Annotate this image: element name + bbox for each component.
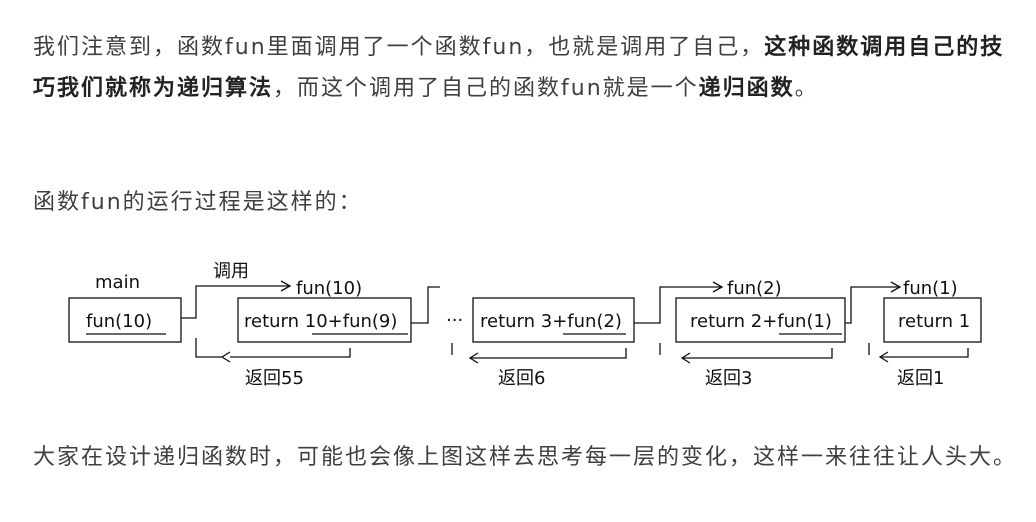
call-1-ret: 返回6 [498, 368, 545, 389]
call-3-head: fun(1) [903, 278, 958, 299]
call-0-head: fun(10) [296, 278, 362, 299]
call-2-head: fun(2) [727, 278, 782, 299]
call-1-box [472, 297, 635, 343]
recursion-call-diagram: main 调用 fun(10) fun(10) return 10+fun(9)… [68, 261, 982, 389]
ellipsis: ··· [446, 310, 463, 331]
call-1-body: return 3+fun(2) [480, 311, 622, 332]
intro-text-1: 我们注意到，函数fun里面调用了一个函数fun，也就是调用了自己， [33, 35, 765, 60]
main-label: main [95, 272, 140, 293]
call-0-body: return 10+fun(9) [244, 311, 397, 332]
call-0-ret: 返回55 [245, 368, 304, 389]
call-label: 调用 [213, 261, 249, 282]
call-3-body: return 1 [898, 311, 970, 332]
intro-text-3: 。 [794, 76, 819, 101]
call-2-box [675, 297, 846, 343]
call-2-body: return 2+fun(1) [690, 311, 832, 332]
intro-paragraph: 我们注意到，函数fun里面调用了一个函数fun，也就是调用了自己，这种函数调用自… [33, 27, 1022, 109]
main-box-text: fun(10) [86, 311, 152, 332]
intro-bold-recursion-definition: 这种函数调用自己的技巧我们就称为递归算法 [33, 35, 1005, 101]
call-3-ret: 返回1 [897, 368, 944, 389]
main-fun10-box [68, 297, 182, 343]
intro-text-2: ，而这个调用了自己的函数fun就是一个 [273, 76, 699, 101]
call-3-box [883, 297, 982, 343]
call-2-ret: 返回3 [705, 368, 752, 389]
closing-paragraph: 大家在设计递归函数时，可能也会像上图这样去思考每一层的变化，这样一来往往让人头大… [33, 445, 1018, 470]
call-0-box [237, 297, 412, 343]
intro-bold-recursive-function: 递归函数 [698, 76, 795, 101]
process-intro-paragraph: 函数fun的运行过程是这样的： [33, 190, 363, 215]
